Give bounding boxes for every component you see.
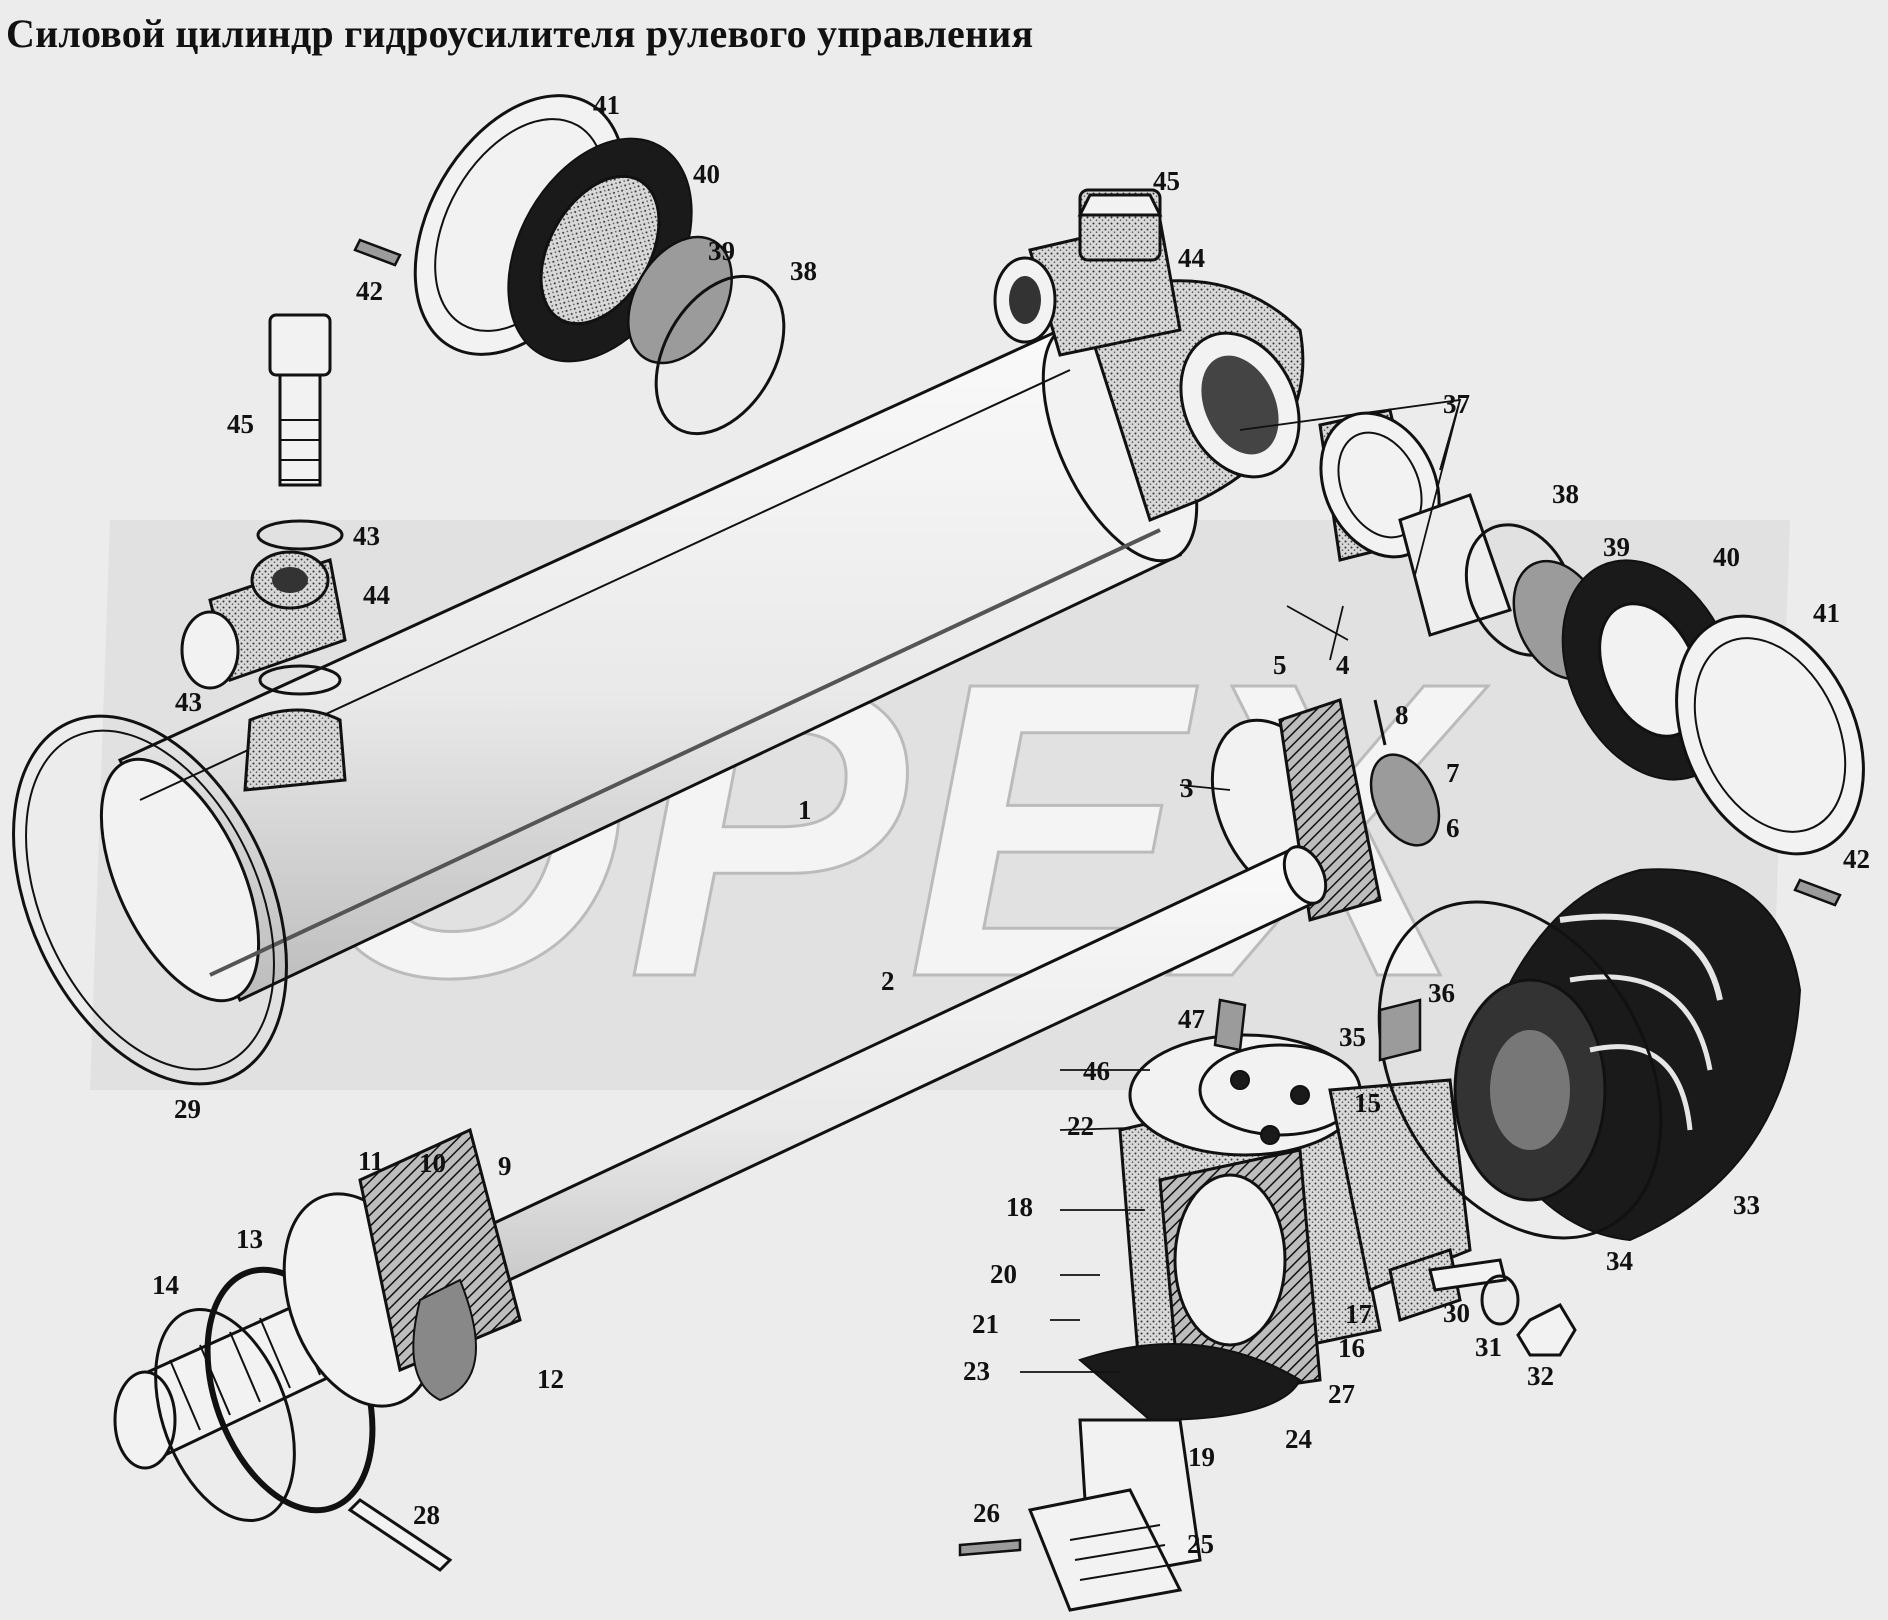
- part-rod-nut-group: [113, 1127, 522, 1572]
- callout-46: 46: [1083, 1056, 1110, 1086]
- callout-25: 25: [1187, 1529, 1214, 1559]
- callout-41: 41: [1813, 598, 1840, 628]
- part-boot: [1377, 868, 1802, 1242]
- callout-34: 34: [1606, 1246, 1633, 1276]
- callout-9: 9: [498, 1151, 512, 1181]
- callout-24: 24: [1285, 1424, 1312, 1454]
- callout-8: 8: [1395, 700, 1409, 730]
- callout-45: 45: [1153, 166, 1180, 196]
- callout-44: 44: [1178, 243, 1205, 273]
- callout-6: 6: [1446, 813, 1460, 843]
- callout-12: 12: [537, 1364, 564, 1394]
- callout-17: 17: [1345, 1299, 1372, 1329]
- callout-18: 18: [1006, 1192, 1033, 1222]
- callout-44: 44: [363, 580, 390, 610]
- callout-43: 43: [353, 521, 380, 551]
- callout-7: 7: [1446, 758, 1460, 788]
- callout-27: 27: [1328, 1379, 1355, 1409]
- part-banjo-fitting-left: [180, 313, 347, 792]
- callout-20: 20: [990, 1259, 1017, 1289]
- part-bushing-stack-right: [1318, 408, 1865, 907]
- callout-38: 38: [1552, 479, 1579, 509]
- part-flange-group-top: [353, 94, 786, 436]
- callout-28: 28: [413, 1500, 440, 1530]
- callout-14: 14: [152, 1270, 179, 1300]
- callout-15: 15: [1354, 1088, 1381, 1118]
- callout-35: 35: [1339, 1022, 1366, 1052]
- callout-23: 23: [963, 1356, 990, 1386]
- callout-26: 26: [973, 1498, 1000, 1528]
- callout-22: 22: [1067, 1111, 1094, 1141]
- part-ball-joint: [958, 998, 1577, 1612]
- callout-10: 10: [419, 1148, 446, 1178]
- callout-5: 5: [1273, 650, 1287, 680]
- callout-31: 31: [1475, 1332, 1502, 1362]
- part-banjo-fitting-top: [993, 188, 1182, 357]
- callout-19: 19: [1188, 1442, 1215, 1472]
- callout-43: 43: [175, 687, 202, 717]
- callout-37: 37: [1443, 389, 1470, 419]
- callout-40: 40: [1713, 542, 1740, 572]
- callout-47: 47: [1178, 1004, 1205, 1034]
- callout-38: 38: [790, 256, 817, 286]
- callout-39: 39: [1603, 532, 1630, 562]
- page-title: Силовой цилиндр гидроусилителя рулевого …: [6, 11, 1034, 56]
- callout-16: 16: [1338, 1333, 1365, 1363]
- part-cylinder-head: [1078, 279, 1305, 522]
- part-snap-ring-29: [12, 714, 288, 1086]
- callout-labels: 41 40 39 38 42 45 44 45 43 44 43 37 38 3…: [152, 90, 1870, 1559]
- callout-13: 13: [236, 1224, 263, 1254]
- callout-45: 45: [227, 409, 254, 439]
- callout-29: 29: [174, 1094, 201, 1124]
- callout-21: 21: [972, 1309, 999, 1339]
- callout-3: 3: [1180, 773, 1194, 803]
- callout-32: 32: [1527, 1361, 1554, 1391]
- callout-4: 4: [1336, 650, 1350, 680]
- leader-lines: [1020, 398, 1462, 1373]
- callout-40: 40: [693, 159, 720, 189]
- callout-30: 30: [1443, 1298, 1470, 1328]
- callout-39: 39: [708, 236, 735, 266]
- callout-11: 11: [358, 1146, 384, 1176]
- callout-42: 42: [1843, 844, 1870, 874]
- callout-36: 36: [1428, 978, 1455, 1008]
- callout-2: 2: [881, 966, 895, 996]
- callout-33: 33: [1733, 1190, 1760, 1220]
- callout-42: 42: [356, 276, 383, 306]
- callout-41: 41: [593, 90, 620, 120]
- callout-1: 1: [798, 795, 812, 825]
